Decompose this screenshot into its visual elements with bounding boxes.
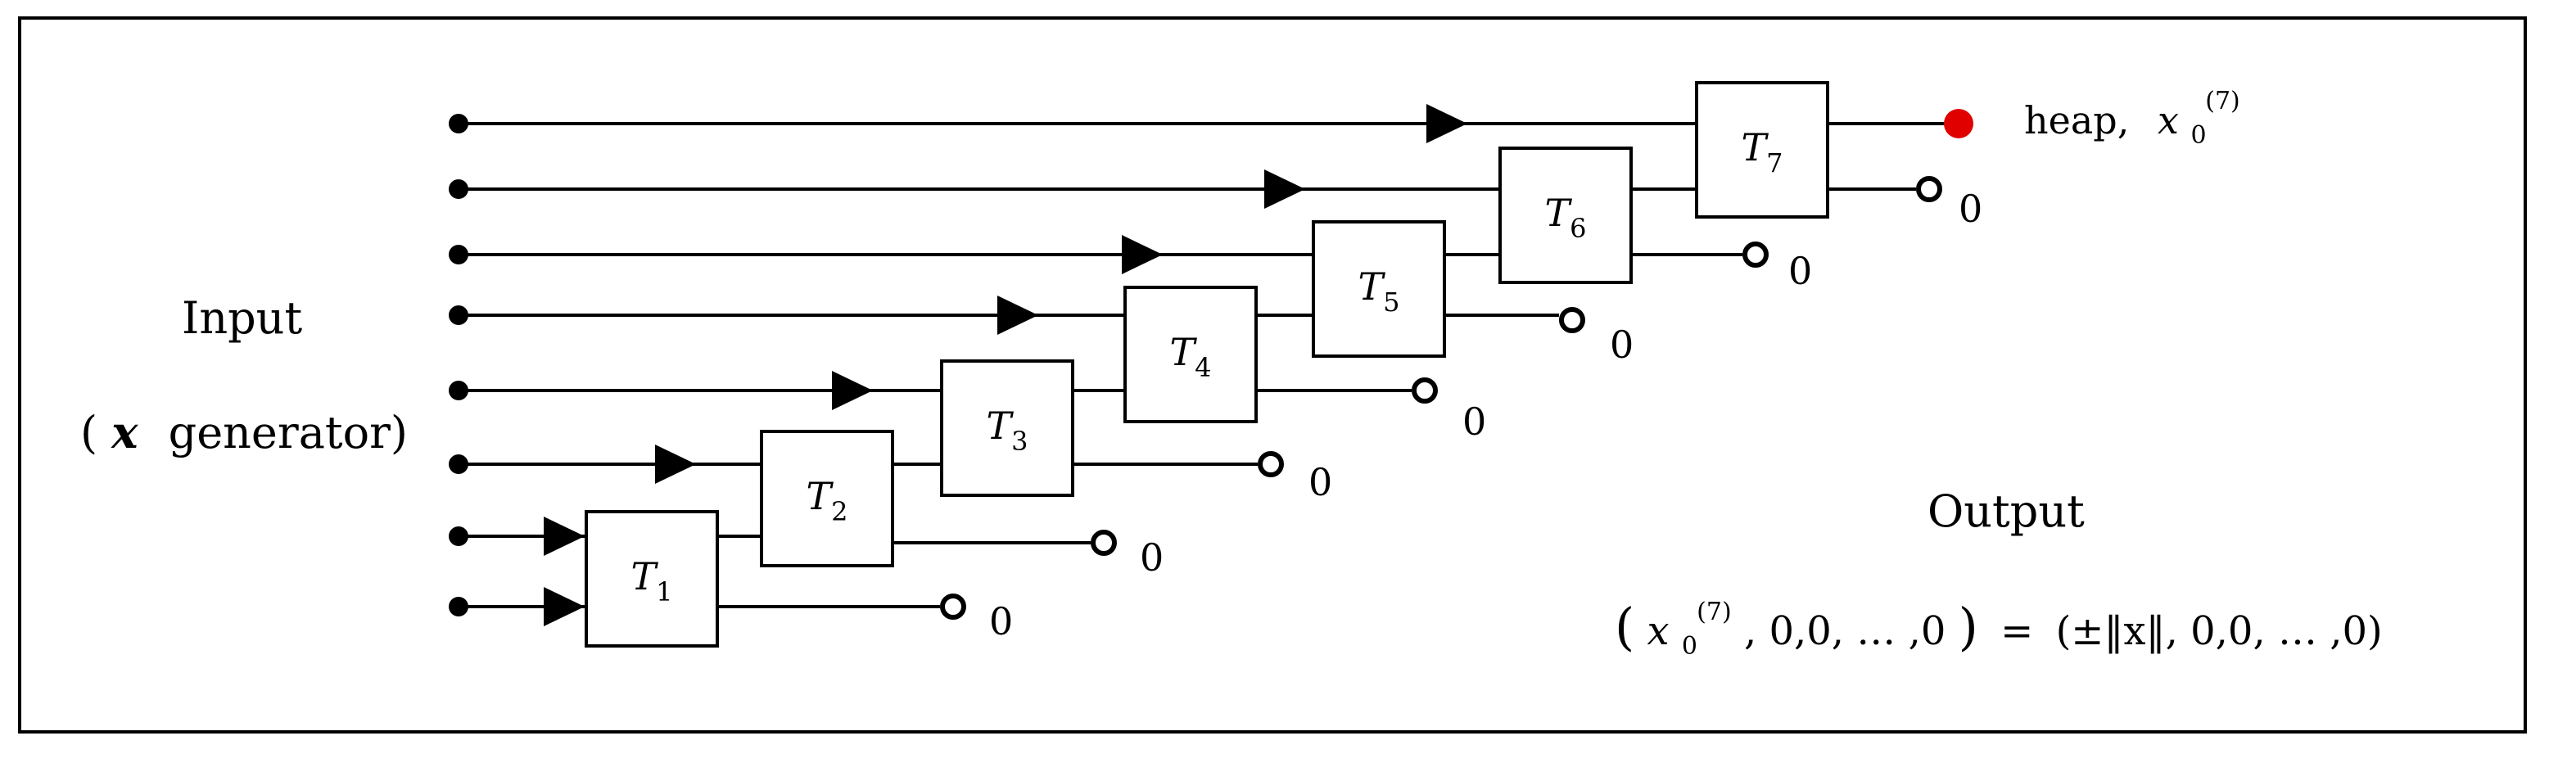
zero-terminal [1916, 176, 1942, 202]
output-title: Output [1927, 485, 2085, 537]
input-label-line1: Input [182, 292, 302, 344]
zero-label: 0 [1462, 400, 1486, 444]
zero-terminal [1412, 377, 1438, 404]
arrow-head [544, 587, 585, 626]
svg-text:T6: T6 [1544, 191, 1586, 244]
input-lines [449, 104, 1697, 626]
arrow-head [655, 445, 696, 484]
zero-terminal [1742, 242, 1769, 268]
output-formula: ( x 0 (7) , 0,0, … ,0 ) = (±‖x‖, 0,0, … … [1615, 584, 2383, 664]
arrow-head [1426, 104, 1467, 143]
block-t5: T5 [1312, 220, 1446, 358]
zero-terminal [940, 594, 966, 620]
zero-label: 0 [1308, 460, 1332, 504]
arrow-head [997, 296, 1038, 335]
block-t6: T6 [1498, 147, 1633, 284]
zero-label: 0 [1959, 187, 1982, 231]
block-t1: T1 [585, 510, 719, 648]
connections [717, 109, 1973, 620]
svg-text:T5: T5 [1358, 264, 1399, 318]
arrow-head [832, 371, 873, 410]
arrow-head [544, 517, 585, 556]
block-t4: T4 [1123, 286, 1258, 423]
zero-label: 0 [1788, 249, 1812, 293]
arrow-head [1264, 169, 1305, 209]
heap-dot [1944, 109, 1973, 138]
arrow-head [1122, 235, 1163, 274]
block-t2: T2 [760, 430, 894, 567]
input-label-line2: ( x generator) [80, 406, 408, 458]
heap-label: heap, x 0 (7) [2024, 87, 2240, 152]
zero-terminal [1091, 530, 1117, 556]
svg-text:T4: T4 [1169, 330, 1211, 383]
zero-label: 0 [1140, 535, 1164, 580]
zero-terminal [1258, 451, 1284, 477]
svg-text:T7: T7 [1741, 125, 1783, 178]
svg-text:T1: T1 [630, 554, 672, 607]
zero-label: 0 [1610, 323, 1634, 367]
svg-text:T2: T2 [806, 474, 847, 527]
zero-terminal [1559, 307, 1585, 333]
block-t3: T3 [940, 359, 1074, 497]
block-t7: T7 [1695, 81, 1829, 219]
diagram-frame [18, 16, 2527, 734]
svg-text:T3: T3 [986, 404, 1028, 457]
zero-labels: 0 0 0 0 0 0 0 [989, 187, 1982, 643]
zero-label: 0 [989, 599, 1013, 643]
